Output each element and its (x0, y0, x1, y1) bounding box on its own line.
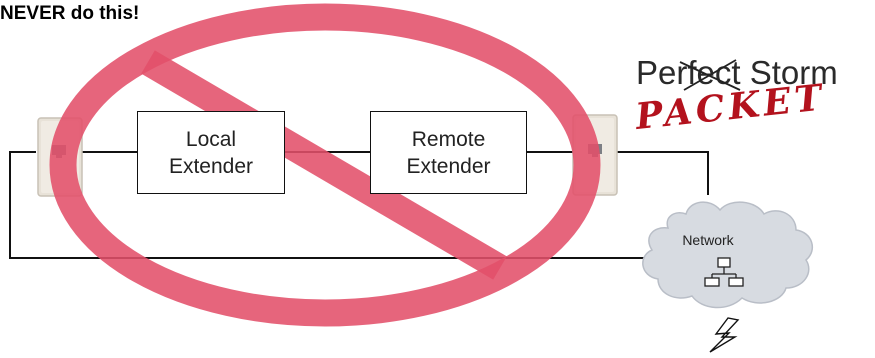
prohibition-sign-icon (49, 3, 601, 327)
perfect-storm-packet-logo: Perfect Storm PACKET (634, 54, 866, 154)
remote-extender-label-line1: Remote (411, 127, 486, 151)
logo-text-storm: Storm (740, 54, 838, 91)
network-cloud (642, 201, 814, 309)
logo-title: Perfect Storm (636, 54, 838, 92)
wire-jack-to-network (617, 151, 709, 195)
warning-text: NEVER do this! (0, 3, 140, 24)
remote-extender-box: Remote Extender (370, 111, 527, 194)
local-extender-label-line1: Local (185, 127, 237, 151)
logo-text-per: Per (636, 54, 688, 91)
remote-extender-label-line2: Extender (406, 154, 491, 178)
local-extender-label-line2: Extender (168, 154, 254, 178)
strike-through-mark (679, 59, 741, 91)
wire-left-loop (9, 151, 650, 259)
network-label: Network (682, 232, 734, 248)
local-extender-box: Local Extender (137, 111, 285, 194)
network-topology-icon (704, 257, 744, 287)
lightning-bolt-icon (709, 317, 740, 353)
